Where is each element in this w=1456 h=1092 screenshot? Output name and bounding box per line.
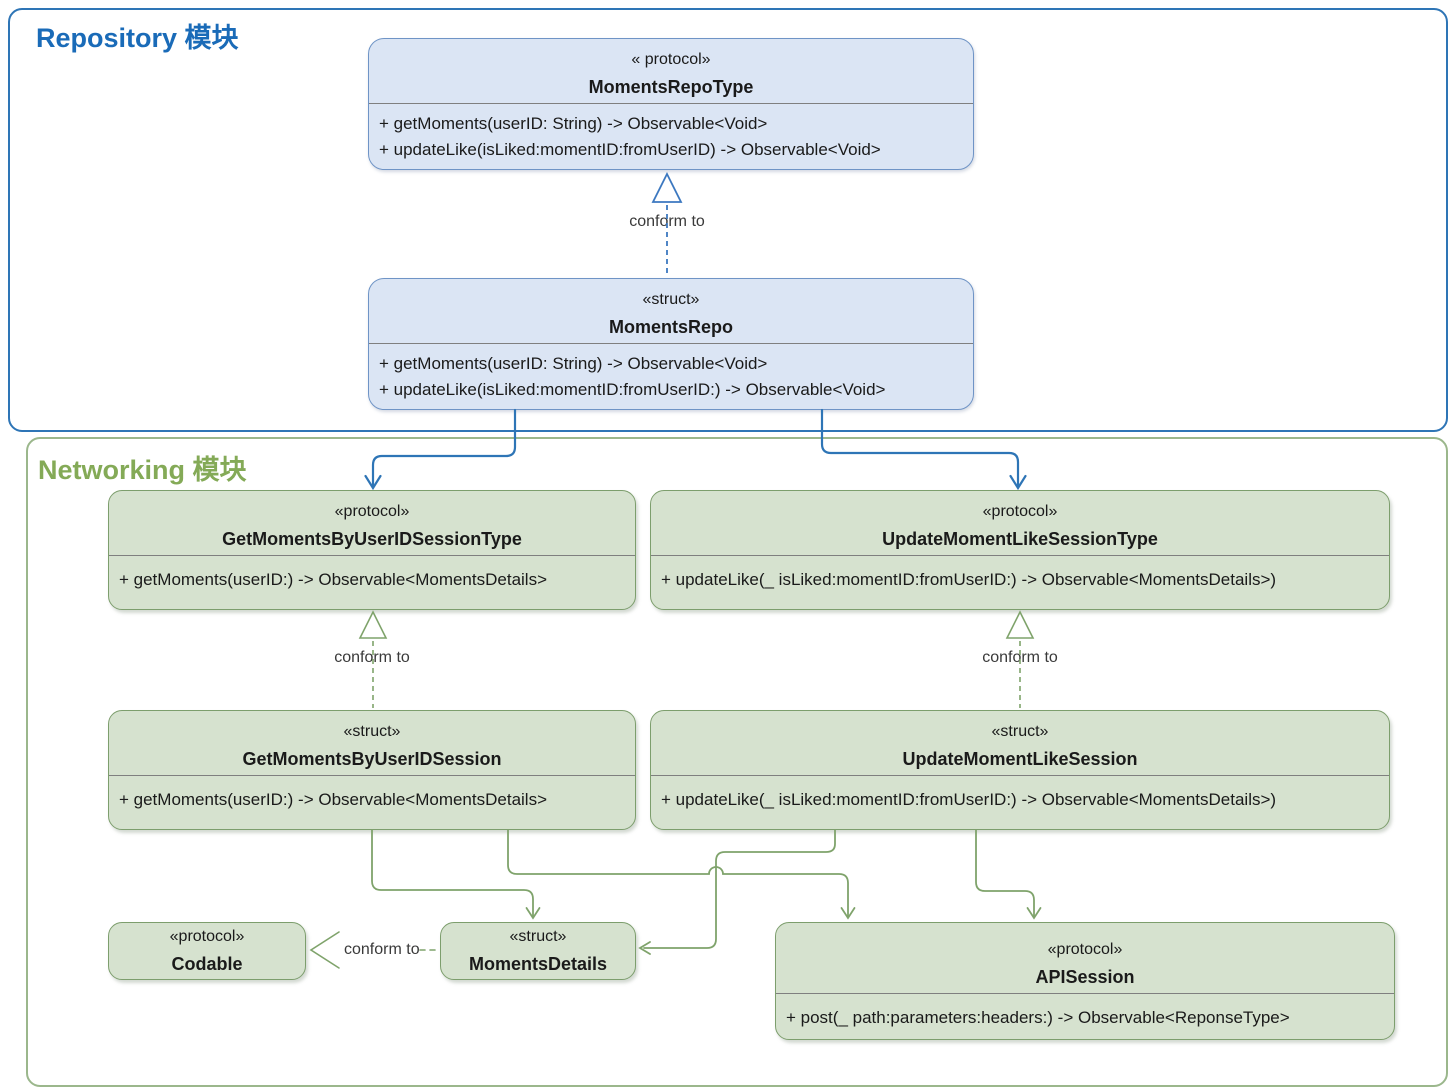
compartment-separator bbox=[109, 775, 635, 776]
class-name: MomentsRepo bbox=[608, 317, 733, 337]
class-header: «protocol» UpdateMomentLikeSessionType bbox=[651, 491, 1389, 553]
class-name: UpdateMomentLikeSession bbox=[902, 749, 1138, 769]
method-signature: + getMoments(userID: String) -> Observab… bbox=[379, 114, 768, 133]
class-name: MomentsRepoType bbox=[588, 77, 754, 97]
class-header: « protocol» MomentsRepoType bbox=[369, 39, 973, 101]
compartment-separator bbox=[651, 555, 1389, 556]
stereotype-label: «protocol» bbox=[334, 503, 410, 520]
compartment-separator bbox=[109, 555, 635, 556]
class-header: «struct» MomentsDetails bbox=[441, 923, 635, 979]
class-box-apisession: «protocol» APISession + post(_ path:para… bbox=[775, 922, 1395, 1040]
class-box-momentsdetails: «struct» MomentsDetails bbox=[440, 922, 636, 980]
methods-list: + getMoments(userID:) -> Observable<Mome… bbox=[109, 776, 635, 813]
stereotype-label: «struct» bbox=[343, 723, 401, 740]
method-signature: + post(_ path:parameters:headers:) -> Ob… bbox=[786, 1008, 1290, 1027]
class-box-getmomentsbyuseridsession: «struct» GetMomentsByUserIDSession + get… bbox=[108, 710, 636, 830]
methods-list: + post(_ path:parameters:headers:) -> Ob… bbox=[776, 994, 1394, 1031]
class-box-momentsrepo: «struct» MomentsRepo + getMoments(userID… bbox=[368, 278, 974, 410]
class-header: «struct» UpdateMomentLikeSession bbox=[651, 711, 1389, 773]
class-header: «protocol» Codable bbox=[109, 923, 305, 979]
stereotype-label: «struct» bbox=[509, 928, 567, 945]
compartment-separator bbox=[369, 103, 973, 104]
method-signature: + updateLike(isLiked:momentID:fromUserID… bbox=[379, 380, 886, 399]
stereotype-label: «protocol» bbox=[982, 503, 1058, 520]
method-signature: + updateLike(isLiked:momentID:fromUserID… bbox=[379, 140, 881, 159]
stereotype-label: «struct» bbox=[991, 723, 1049, 740]
method-signature: + getMoments(userID:) -> Observable<Mome… bbox=[119, 570, 548, 589]
methods-list: + getMoments(userID: String) -> Observab… bbox=[369, 104, 973, 163]
methods-list: + getMoments(userID: String) -> Observab… bbox=[369, 344, 973, 403]
class-name: MomentsDetails bbox=[468, 954, 608, 974]
conform-to-label-codable: conform to bbox=[344, 941, 420, 958]
class-name: APISession bbox=[1035, 967, 1135, 987]
method-signature: + getMoments(userID: String) -> Observab… bbox=[379, 354, 768, 373]
method-signature: + updateLike(_ isLiked:momentID:fromUser… bbox=[661, 570, 1277, 589]
networking-module-title: Networking 模块 bbox=[38, 455, 247, 485]
networking-module-container bbox=[26, 437, 1448, 1087]
class-header: «struct» GetMomentsByUserIDSession bbox=[109, 711, 635, 773]
compartment-separator bbox=[776, 993, 1394, 994]
class-name: UpdateMomentLikeSessionType bbox=[882, 529, 1158, 549]
methods-list: + updateLike(_ isLiked:momentID:fromUser… bbox=[651, 776, 1389, 813]
conform-to-label-getmoments: conform to bbox=[334, 649, 410, 666]
stereotype-label: «protocol» bbox=[1047, 941, 1123, 958]
repository-module-title: Repository 模块 bbox=[36, 23, 239, 53]
methods-list: + getMoments(userID:) -> Observable<Mome… bbox=[109, 556, 635, 593]
method-signature: + getMoments(userID:) -> Observable<Mome… bbox=[119, 790, 548, 809]
class-box-codable: «protocol» Codable bbox=[108, 922, 306, 980]
conform-to-label-repository: conform to bbox=[629, 213, 705, 230]
stereotype-label: «protocol» bbox=[169, 928, 245, 945]
class-header: «struct» MomentsRepo bbox=[369, 279, 973, 341]
method-signature: + updateLike(_ isLiked:momentID:fromUser… bbox=[661, 790, 1277, 809]
stereotype-label: « protocol» bbox=[631, 51, 711, 68]
class-box-updatemomentlikesession: «struct» UpdateMomentLikeSession + updat… bbox=[650, 710, 1390, 830]
class-header: «protocol» GetMomentsByUserIDSessionType bbox=[109, 491, 635, 553]
class-name: GetMomentsByUserIDSessionType bbox=[222, 529, 522, 549]
class-header: «protocol» APISession bbox=[776, 923, 1394, 991]
class-box-momentsrepotype: « protocol» MomentsRepoType + getMoments… bbox=[368, 38, 974, 170]
repository-module-container bbox=[8, 8, 1448, 432]
class-name: Codable bbox=[171, 954, 243, 974]
compartment-separator bbox=[651, 775, 1389, 776]
conform-to-label-updatelike: conform to bbox=[982, 649, 1058, 666]
class-name: GetMomentsByUserIDSession bbox=[242, 749, 502, 769]
compartment-separator bbox=[369, 343, 973, 344]
class-box-getmomentsbyuseridsessiontype: «protocol» GetMomentsByUserIDSessionType… bbox=[108, 490, 636, 610]
class-box-updatemomentlikesessiontype: «protocol» UpdateMomentLikeSessionType +… bbox=[650, 490, 1390, 610]
methods-list: + updateLike(_ isLiked:momentID:fromUser… bbox=[651, 556, 1389, 593]
stereotype-label: «struct» bbox=[642, 291, 700, 308]
